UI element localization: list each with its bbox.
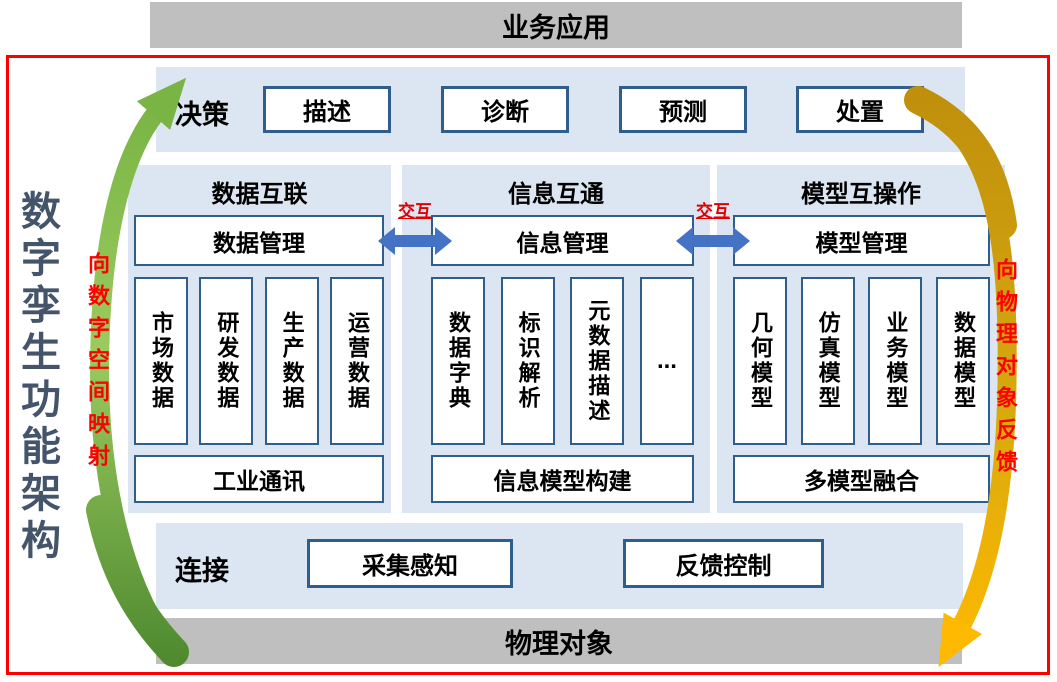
information-management-box: 信息管理 bbox=[431, 215, 694, 266]
feedback-control-box: 反馈控制 bbox=[623, 539, 824, 588]
feedback-to-physical-label: 向物理对象反馈 bbox=[993, 258, 1018, 482]
red-outer-frame bbox=[6, 55, 1050, 675]
sub-item-ellipsis: ... bbox=[639, 277, 694, 445]
column-data-interconnection: 数据互联 数据管理 市场数据 研发数据 生产数据 运营数据 工业通讯 bbox=[128, 165, 391, 513]
multi-model-fusion-box: 多模型融合 bbox=[733, 455, 990, 503]
sub-item-metadata-description: 元数据描述 bbox=[570, 277, 625, 445]
decision-item-describe: 描述 bbox=[263, 86, 391, 133]
sub-item-production-data: 生产数据 bbox=[264, 277, 319, 445]
decision-item-dispose: 处置 bbox=[796, 86, 924, 133]
physical-object-bar: 物理对象 bbox=[156, 618, 962, 664]
sub-item-geometry-model: 几何模型 bbox=[733, 277, 787, 445]
industrial-communication-box: 工业通讯 bbox=[134, 455, 384, 503]
interaction-group-2: 交互 bbox=[675, 202, 751, 258]
sub-item-row: 数据字典 标识解析 元数据描述 ... bbox=[431, 277, 694, 445]
interaction-label: 交互 bbox=[696, 202, 730, 221]
data-management-box: 数据管理 bbox=[134, 215, 384, 266]
sub-item-market-data: 市场数据 bbox=[134, 277, 188, 445]
diagram-title: 数字孪生功能架构 bbox=[15, 190, 59, 566]
decision-item-diagnose: 诊断 bbox=[441, 86, 569, 133]
sub-item-data-model: 数据模型 bbox=[935, 277, 990, 445]
sub-item-row: 市场数据 研发数据 生产数据 运营数据 bbox=[134, 277, 384, 445]
column-title: 信息互通 bbox=[508, 181, 604, 208]
column-title: 数据互联 bbox=[211, 181, 308, 208]
sub-item-rd-data: 研发数据 bbox=[199, 277, 254, 445]
map-to-digital-label: 向数字空间映射 bbox=[85, 252, 110, 476]
double-arrow-icon bbox=[378, 227, 452, 255]
information-model-build-box: 信息模型构建 bbox=[431, 455, 694, 503]
collection-perception-box: 采集感知 bbox=[307, 539, 513, 588]
sub-item-business-model: 业务模型 bbox=[868, 277, 923, 445]
sub-item-data-dictionary: 数据字典 bbox=[431, 277, 485, 445]
sub-item-simulation-model: 仿真模型 bbox=[800, 277, 855, 445]
physical-object-label: 物理对象 bbox=[505, 628, 613, 659]
decision-label: 决策 bbox=[175, 100, 229, 130]
double-arrow-icon bbox=[676, 227, 750, 255]
column-information-intercommunication: 信息互通 信息管理 数据字典 标识解析 元数据描述 ... 信息模型构建 bbox=[402, 165, 710, 513]
business-application-label: 业务应用 bbox=[502, 12, 610, 43]
connection-row-panel: 连接 采集感知 反馈控制 bbox=[156, 523, 963, 609]
interaction-group-1: 交互 bbox=[377, 202, 453, 258]
sub-item-identifier-resolution: 标识解析 bbox=[500, 277, 555, 445]
business-application-bar: 业务应用 bbox=[150, 2, 962, 48]
interaction-label: 交互 bbox=[398, 202, 432, 221]
sub-item-row: 几何模型 仿真模型 业务模型 数据模型 bbox=[733, 277, 990, 445]
decision-row-panel: 决策 描述 诊断 预测 处置 bbox=[156, 67, 965, 152]
decision-item-predict: 预测 bbox=[619, 86, 747, 133]
sub-item-operation-data: 运营数据 bbox=[329, 277, 384, 445]
model-management-box: 模型管理 bbox=[733, 215, 990, 266]
column-title: 模型互操作 bbox=[801, 181, 921, 208]
connection-label: 连接 bbox=[175, 556, 229, 586]
column-model-interoperability: 模型互操作 模型管理 几何模型 仿真模型 业务模型 数据模型 多模型融合 bbox=[717, 165, 1005, 513]
